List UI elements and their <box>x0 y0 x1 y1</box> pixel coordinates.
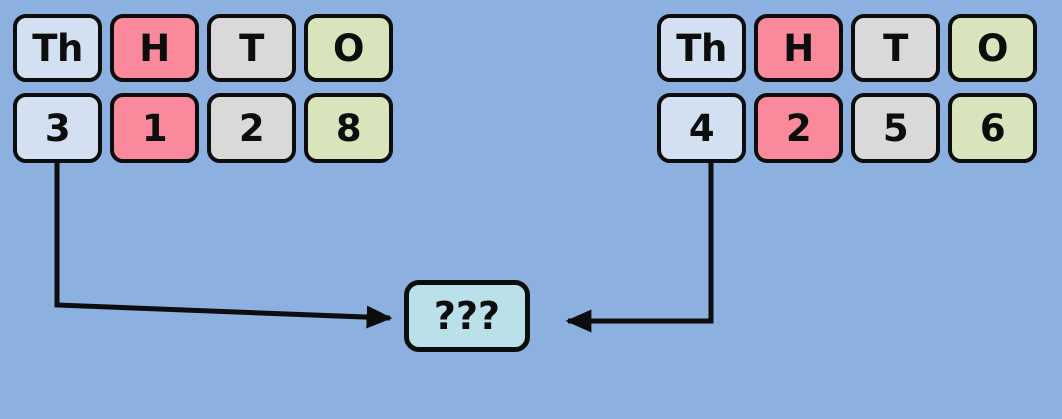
place-value-header-row-left: Th H T O <box>13 14 393 82</box>
header-tile-tens-left[interactable]: T <box>207 14 296 82</box>
header-tile-tens-right[interactable]: T <box>851 14 940 82</box>
digit-tile-ones-right[interactable]: 6 <box>948 93 1037 163</box>
place-value-group-left: Th H T O 3 1 2 8 <box>13 14 393 163</box>
connector-left-to-result <box>54 163 393 329</box>
digit-tile-tens-right[interactable]: 5 <box>851 93 940 163</box>
place-value-header-row-right: Th H T O <box>657 14 1037 82</box>
header-tile-hundreds-left[interactable]: H <box>110 14 199 82</box>
digit-tile-hundreds-left[interactable]: 1 <box>110 93 199 163</box>
place-value-digit-row-right: 4 2 5 6 <box>657 93 1037 163</box>
result-placeholder-box[interactable]: ??? <box>404 280 530 352</box>
digit-tile-ones-left[interactable]: 8 <box>304 93 393 163</box>
digit-tile-hundreds-right[interactable]: 2 <box>754 93 843 163</box>
digit-tile-thousands-right[interactable]: 4 <box>657 93 746 163</box>
connector-right-to-result <box>565 163 714 333</box>
digit-tile-thousands-left[interactable]: 3 <box>13 93 102 163</box>
header-tile-thousands-left[interactable]: Th <box>13 14 102 82</box>
place-value-group-right: Th H T O 4 2 5 6 <box>657 14 1037 163</box>
digit-tile-tens-left[interactable]: 2 <box>207 93 296 163</box>
header-tile-hundreds-right[interactable]: H <box>754 14 843 82</box>
header-tile-thousands-right[interactable]: Th <box>657 14 746 82</box>
header-tile-ones-right[interactable]: O <box>948 14 1037 82</box>
header-tile-ones-left[interactable]: O <box>304 14 393 82</box>
place-value-digit-row-left: 3 1 2 8 <box>13 93 393 163</box>
